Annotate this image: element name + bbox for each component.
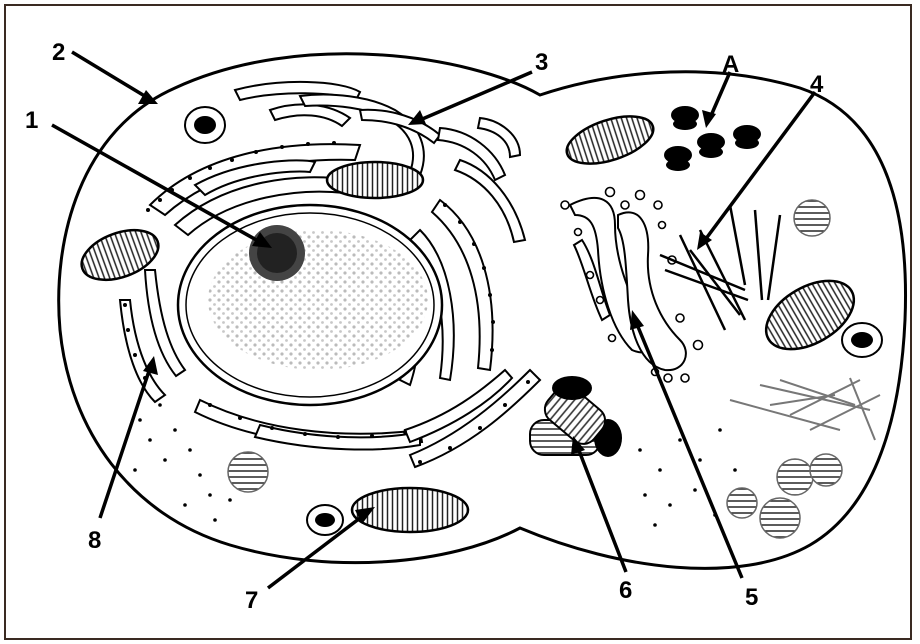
label-a: A [722,51,739,78]
label-6: 6 [619,577,632,604]
label-3: 3 [535,49,548,76]
label-8: 8 [88,527,101,554]
label-5: 5 [745,584,758,611]
label-4: 4 [810,71,824,98]
nucleus [178,205,442,405]
label-1: 1 [25,107,38,134]
label-7: 7 [245,587,258,614]
label-2: 2 [52,39,65,66]
